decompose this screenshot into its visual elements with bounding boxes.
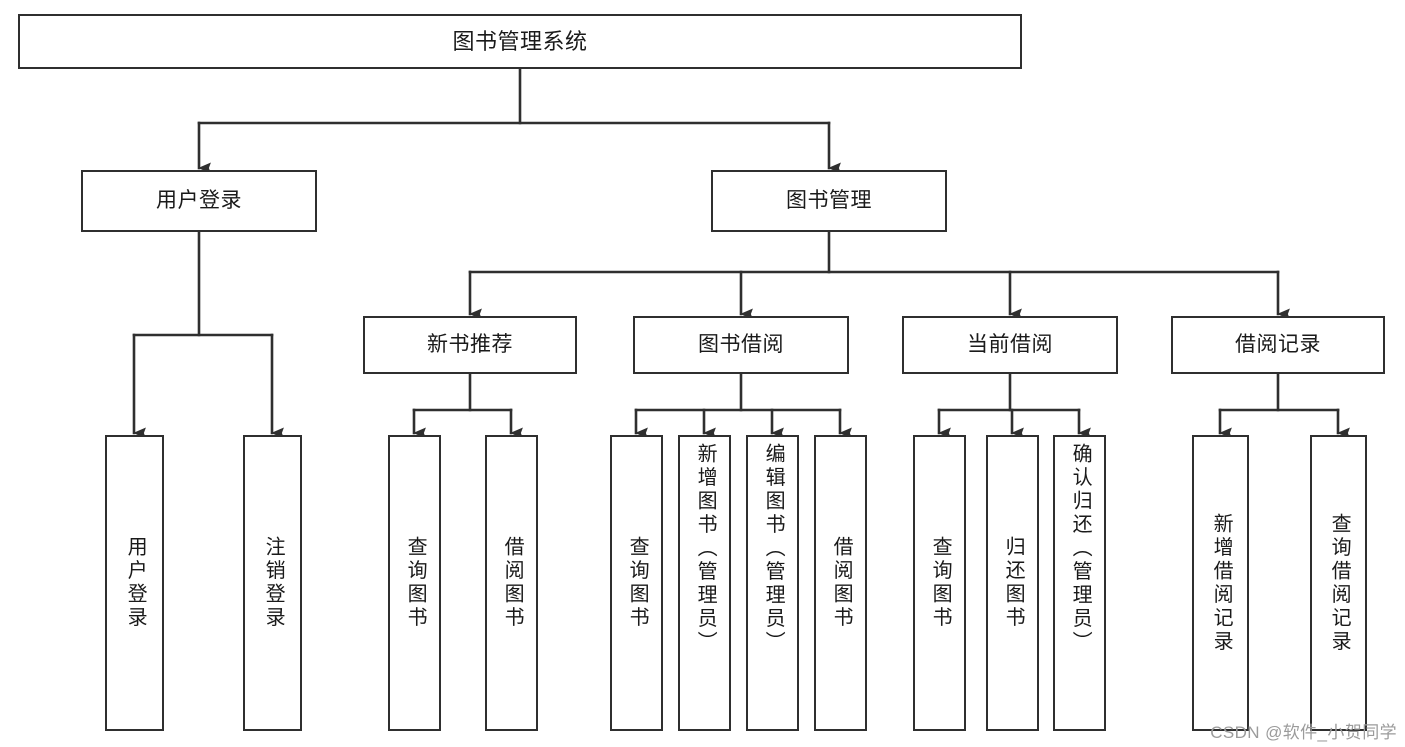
node-current-borrow-label: 当前借阅 xyxy=(967,332,1053,356)
node-root[interactable]: 图书管理系统 xyxy=(18,14,1022,69)
leaf-leaf-logout-label: 注销登录 xyxy=(262,536,285,630)
node-new-book-rec-label: 新书推荐 xyxy=(427,332,513,356)
leaf-leaf-borrow-query-book-label: 查询图书 xyxy=(626,536,649,630)
leaf-leaf-rec-add-record[interactable]: 新增借阅记录 xyxy=(1192,435,1249,731)
leaf-leaf-cur-confirm-return[interactable]: 确认归还（管理员） xyxy=(1053,435,1106,731)
leaf-leaf-cur-query-book-label: 查询图书 xyxy=(929,536,952,630)
leaf-leaf-cur-return-book[interactable]: 归还图书 xyxy=(986,435,1039,731)
node-user-login-label: 用户登录 xyxy=(156,188,242,212)
node-book-borrow[interactable]: 图书借阅 xyxy=(633,316,849,374)
leaf-leaf-borrow-borrow-book[interactable]: 借阅图书 xyxy=(814,435,867,731)
leaf-leaf-user-login-label: 用户登录 xyxy=(124,536,147,630)
leaf-leaf-user-login[interactable]: 用户登录 xyxy=(105,435,164,731)
leaf-leaf-rec-query-record-label: 查询借阅记录 xyxy=(1328,512,1351,654)
node-user-login[interactable]: 用户登录 xyxy=(81,170,317,232)
node-current-borrow[interactable]: 当前借阅 xyxy=(902,316,1118,374)
leaf-leaf-borrow-edit-book[interactable]: 编辑图书（管理员） xyxy=(746,435,799,731)
leaf-leaf-rec-query-record[interactable]: 查询借阅记录 xyxy=(1310,435,1367,731)
leaf-leaf-logout[interactable]: 注销登录 xyxy=(243,435,302,731)
leaf-leaf-rec-add-record-label: 新增借阅记录 xyxy=(1210,512,1233,654)
leaf-leaf-cur-query-book[interactable]: 查询图书 xyxy=(913,435,966,731)
leaf-leaf-borrow-edit-book-label: 编辑图书（管理员） xyxy=(762,443,785,655)
leaf-leaf-cur-confirm-return-label: 确认归还（管理员） xyxy=(1069,443,1092,655)
leaf-leaf-borrow-borrow-book-label: 借阅图书 xyxy=(830,536,853,630)
watermark: CSDN @软件_小贺同学 xyxy=(1210,723,1397,742)
leaf-leaf-rec-query-book[interactable]: 查询图书 xyxy=(388,435,441,731)
node-new-book-rec[interactable]: 新书推荐 xyxy=(363,316,577,374)
leaf-leaf-borrow-add-book-label: 新增图书（管理员） xyxy=(694,443,717,655)
node-borrow-record[interactable]: 借阅记录 xyxy=(1171,316,1385,374)
node-book-manage[interactable]: 图书管理 xyxy=(711,170,947,232)
leaf-leaf-borrow-add-book[interactable]: 新增图书（管理员） xyxy=(678,435,731,731)
leaf-leaf-cur-return-book-label: 归还图书 xyxy=(1002,536,1025,630)
node-book-manage-label: 图书管理 xyxy=(786,188,872,212)
leaf-leaf-rec-borrow-book-label: 借阅图书 xyxy=(501,536,524,630)
leaf-leaf-rec-query-book-label: 查询图书 xyxy=(404,536,427,630)
connector-edges xyxy=(132,67,1350,439)
leaf-leaf-rec-borrow-book[interactable]: 借阅图书 xyxy=(485,435,538,731)
node-book-borrow-label: 图书借阅 xyxy=(698,332,784,356)
leaf-leaf-borrow-query-book[interactable]: 查询图书 xyxy=(610,435,663,731)
node-borrow-record-label: 借阅记录 xyxy=(1235,332,1321,356)
node-root-label: 图书管理系统 xyxy=(452,28,588,54)
